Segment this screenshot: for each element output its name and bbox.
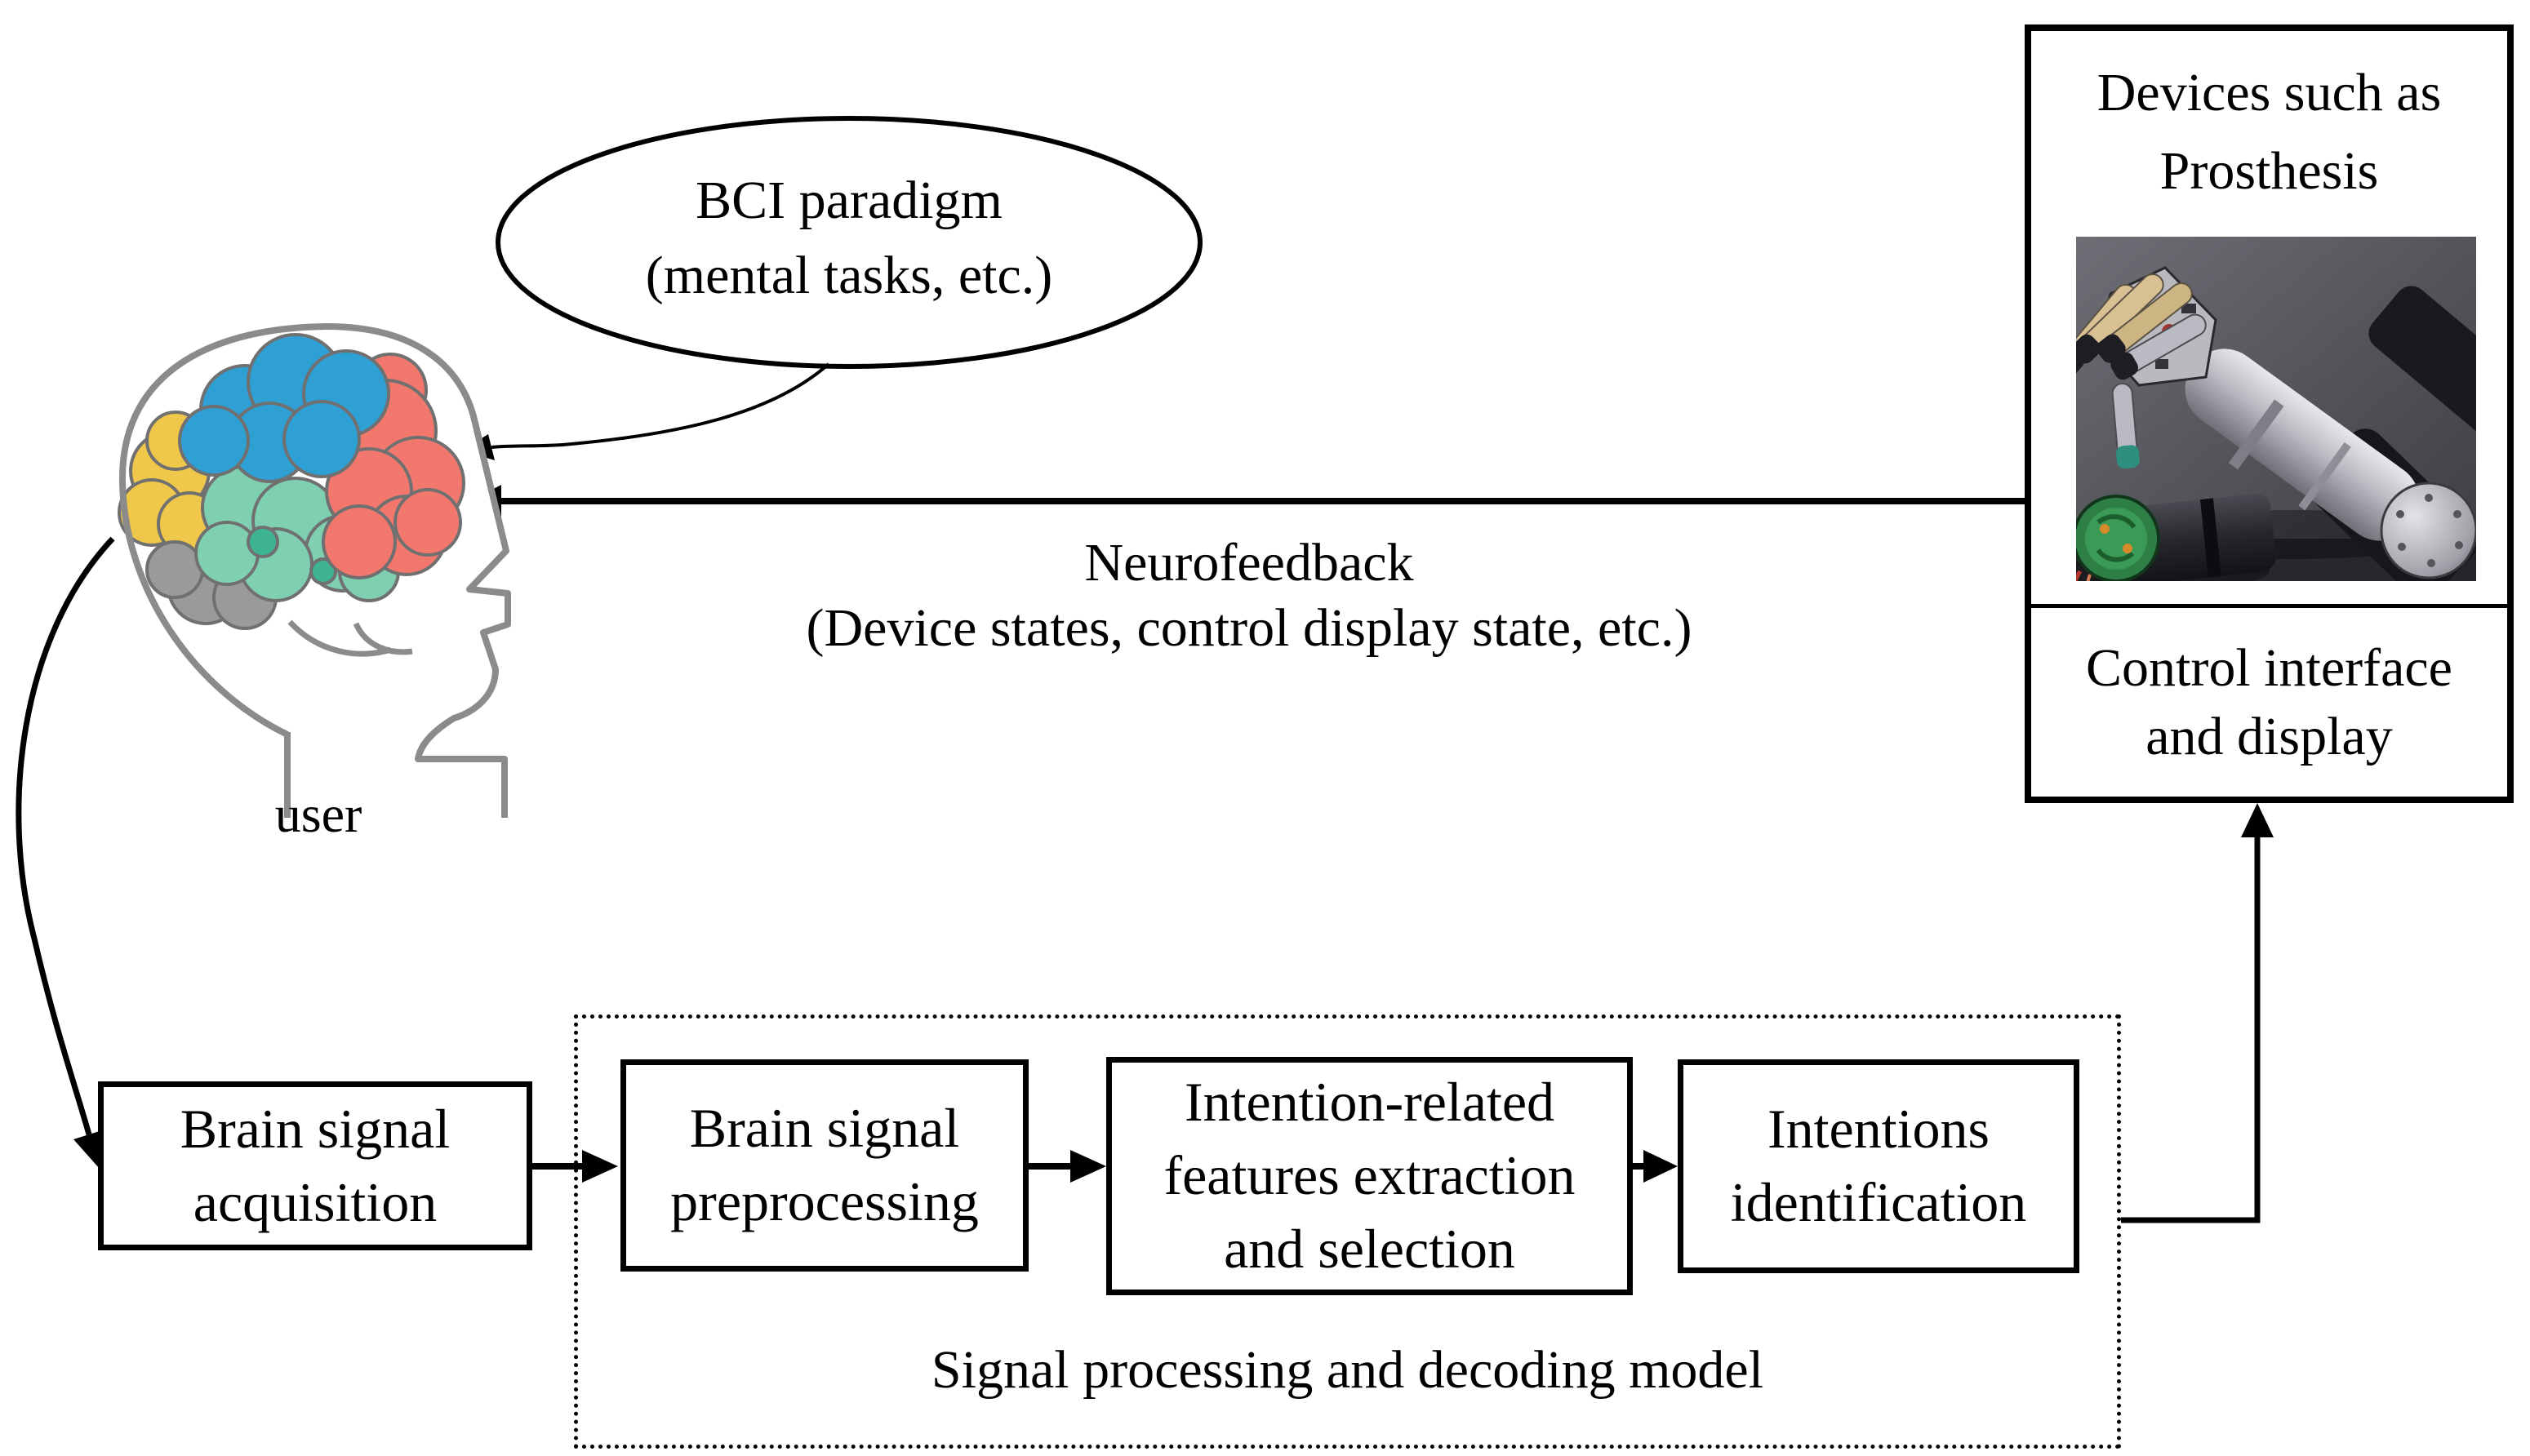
decoding-model-group-label-text: Signal processing and decoding model xyxy=(931,1340,1764,1400)
bci-paradigm-line1: BCI paradigm xyxy=(696,171,1003,230)
parietal-lobe xyxy=(178,333,390,483)
features-line2: features extraction xyxy=(1163,1144,1576,1207)
user-head-brain-icon xyxy=(118,323,511,818)
bci-paradigm-label: BCI paradigm (mental tasks, etc.) xyxy=(506,163,1192,313)
acquisition-line2: acquisition xyxy=(193,1170,438,1233)
devices-box-title: Devices such as Prosthesis xyxy=(2031,54,2507,211)
control-interface-line2: and display xyxy=(2145,706,2393,766)
user-label-text: user xyxy=(274,785,362,843)
preprocessing-line1: Brain signal xyxy=(689,1097,960,1160)
temporal-lobe-accent xyxy=(247,526,337,585)
paradigm-to-user-arrow xyxy=(462,362,830,460)
devices-box: Devices such as Prosthesis Control inter… xyxy=(2025,24,2514,803)
features-line3: and selection xyxy=(1224,1217,1515,1280)
devices-title-line2: Prosthesis xyxy=(2159,141,2379,201)
control-interface-line1: Control interface xyxy=(2086,637,2452,698)
prosthetic-fingers xyxy=(2076,273,2207,469)
neurofeedback-label: Neurofeedback (Device states, control di… xyxy=(678,530,1821,661)
head-profile-outline xyxy=(118,323,511,818)
features-extraction-box: Intention-related features extraction an… xyxy=(1106,1057,1633,1295)
bci-paradigm-ellipse xyxy=(496,116,1203,369)
decoding-model-group-box xyxy=(574,1014,2121,1449)
identification-line1: Intentions xyxy=(1767,1098,1990,1161)
brain-signal-acquisition-box: Brain signal acquisition xyxy=(98,1081,532,1250)
control-interface-label: Control interface and display xyxy=(2031,604,2507,797)
neurofeedback-arrow xyxy=(470,485,2025,517)
user-label: user xyxy=(196,785,441,844)
bci-paradigm-line2: (mental tasks, etc.) xyxy=(645,246,1053,305)
acquisition-line1: Brain signal xyxy=(180,1097,451,1160)
neurofeedback-line2: (Device states, control display state, e… xyxy=(806,598,1692,658)
brain-signal-preprocessing-box: Brain signal preprocessing xyxy=(620,1059,1029,1272)
neurofeedback-line1: Neurofeedback xyxy=(1084,533,1414,593)
prosthetic-arm-image xyxy=(2076,237,2476,581)
features-line1: Intention-related xyxy=(1184,1071,1555,1134)
user-to-acquisition-arrow xyxy=(16,536,115,1169)
preprocessing-line2: preprocessing xyxy=(670,1170,979,1232)
devices-title-line1: Devices such as xyxy=(2096,63,2442,122)
intentions-identification-box: Intentions identification xyxy=(1678,1059,2079,1273)
identification-line2: identification xyxy=(1730,1171,2027,1233)
features-to-identification-arrow xyxy=(1633,1150,1678,1183)
preprocessing-to-features-arrow xyxy=(1029,1150,1106,1183)
decoding-model-group-label: Signal processing and decoding model xyxy=(574,1340,2121,1401)
brain-stem-lines xyxy=(287,619,413,657)
prosthetic-arm-photo xyxy=(2076,237,2476,581)
decoder-to-device-arrow xyxy=(2121,803,2274,1223)
